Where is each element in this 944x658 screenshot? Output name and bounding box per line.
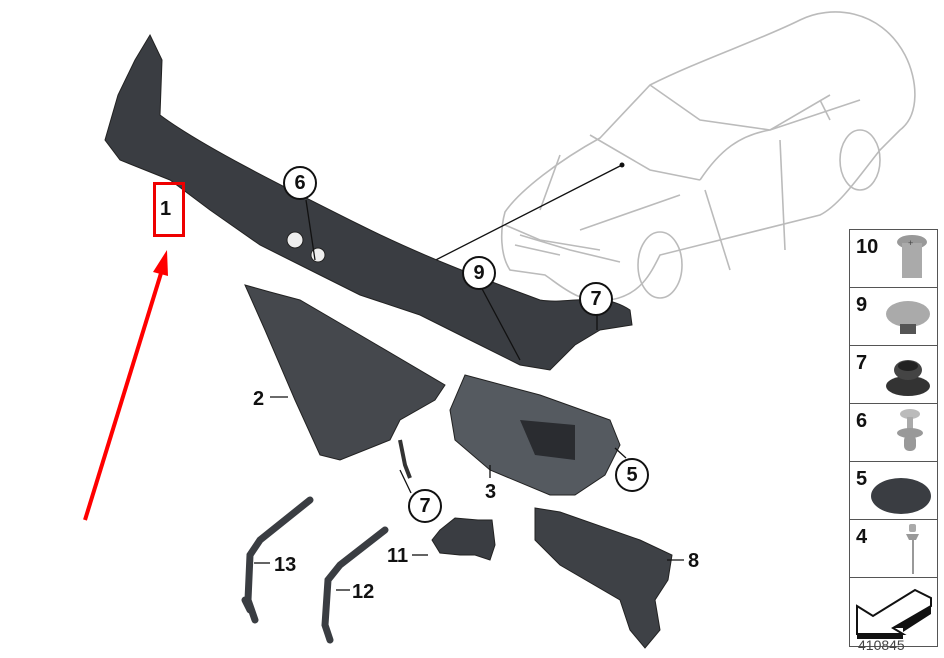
legend-item-10[interactable]: 10 + [850, 230, 937, 288]
callout-4[interactable]: 5 [615, 458, 649, 492]
legend-item-6[interactable]: 6 [850, 404, 937, 462]
support-strap-13 [241, 496, 314, 624]
callout-6[interactable]: 7 [579, 282, 613, 316]
callout-13[interactable]: 13 [274, 554, 297, 576]
callout-5[interactable]: 6 [283, 166, 317, 200]
blind-rivet-icon [906, 524, 919, 574]
legend-item-9[interactable]: 9 [850, 288, 937, 346]
support-strap-12 [321, 526, 389, 644]
car-outline [500, 11, 916, 302]
cover-left [244, 284, 446, 461]
callout-2[interactable]: 2 [253, 388, 265, 410]
nut-insert-icon: + [897, 235, 927, 278]
callout-8[interactable]: 8 [688, 550, 700, 572]
callout-9[interactable]: 9 [462, 256, 496, 290]
direction-arrow-icon [856, 588, 932, 639]
legend-item-4[interactable]: 4 [850, 520, 937, 578]
bracket [431, 517, 496, 561]
legend-item-arrow[interactable] [850, 578, 937, 646]
callout-3[interactable]: 3 [485, 481, 497, 503]
plug-icon [871, 478, 931, 514]
fastener-legend: 10 + 9 7 6 5 [849, 229, 938, 647]
callout-12[interactable]: 12 [352, 581, 375, 603]
legend-item-7[interactable]: 7 [850, 346, 937, 404]
grommet-icon [886, 360, 930, 396]
expanding-rivet-icon [897, 409, 923, 451]
callout-7[interactable]: 7 [408, 489, 442, 523]
cover-right [534, 507, 673, 649]
clip-icon [886, 301, 930, 334]
svg-text:+: + [908, 238, 913, 248]
legend-item-5[interactable]: 5 [850, 462, 937, 520]
highlight-box [153, 182, 185, 237]
catalog-number: 410845 [858, 637, 905, 653]
callout-11[interactable]: 11 [387, 545, 409, 567]
callout-1[interactable]: 1 [160, 198, 172, 220]
